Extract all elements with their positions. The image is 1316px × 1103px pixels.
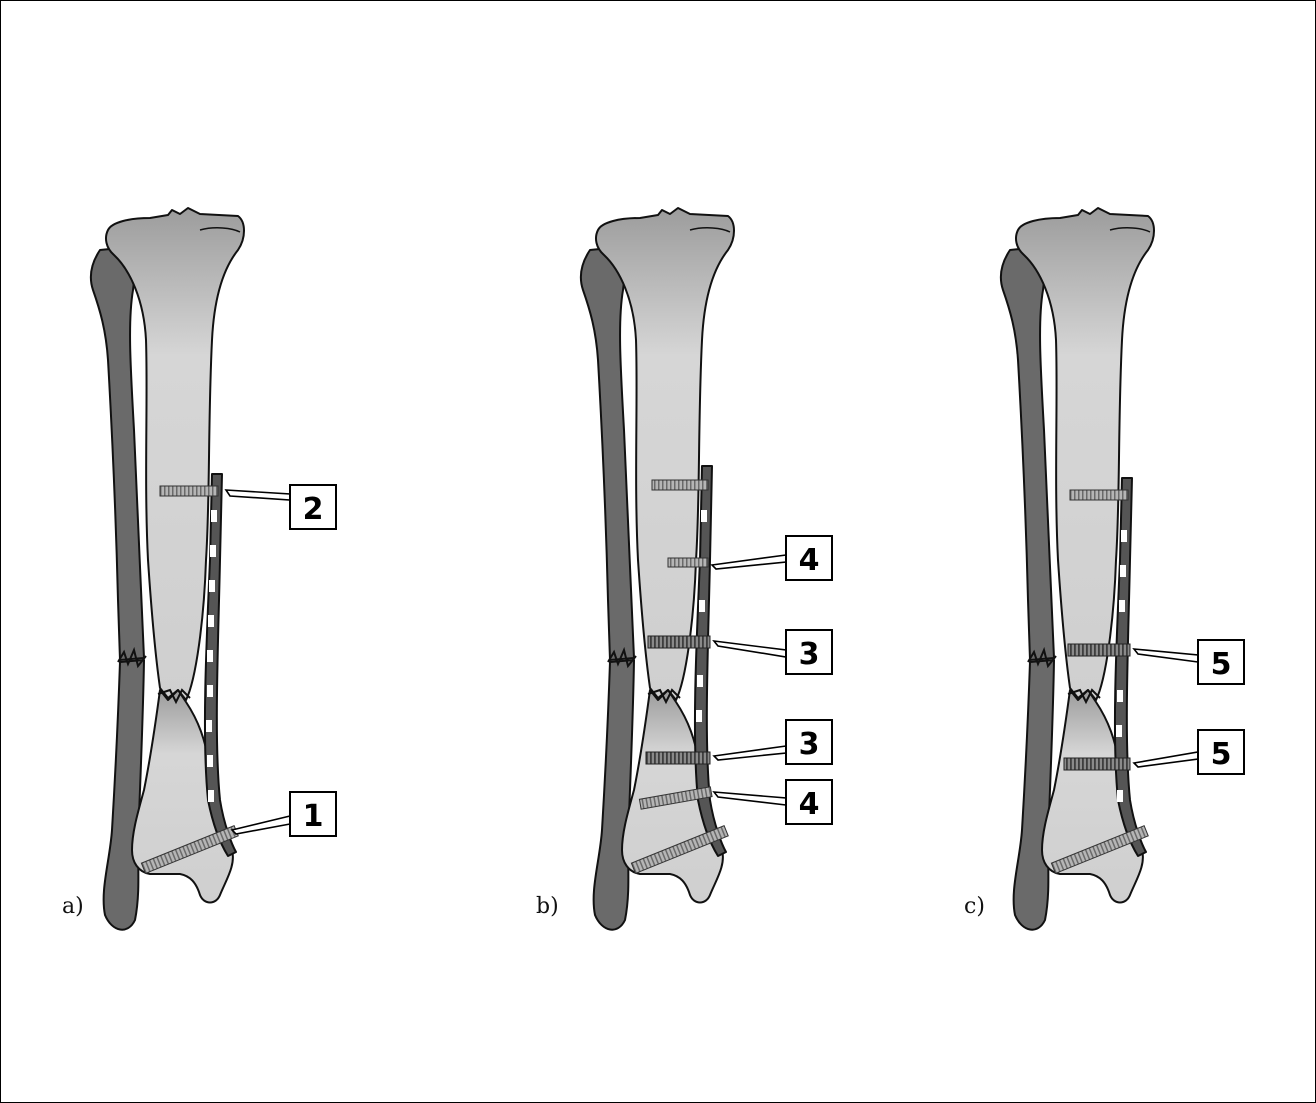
fibula-upper	[91, 248, 144, 660]
label-text: 5	[1211, 737, 1232, 772]
label-text: 5	[1211, 647, 1232, 682]
fibula-lower	[594, 660, 634, 930]
fibula-upper	[581, 248, 634, 660]
label-text: 1	[303, 799, 324, 834]
panel-caption: b)	[536, 894, 559, 919]
panel-b: 4 3 3 4 b)	[536, 208, 832, 930]
screw-5	[1064, 758, 1130, 770]
screw-3	[648, 636, 710, 648]
panel-caption: a)	[62, 894, 84, 919]
label-text: 3	[799, 727, 820, 762]
screw-1	[1070, 490, 1128, 500]
fibula-upper	[1001, 248, 1054, 660]
fibula-lower	[1014, 660, 1054, 930]
screw-short	[668, 558, 708, 567]
label-text: 4	[799, 543, 820, 578]
fibula-lower	[104, 660, 144, 930]
label-text: 3	[799, 637, 820, 672]
label-text: 2	[303, 492, 324, 527]
panel-a: 2 1 a)	[62, 208, 336, 930]
screw-1	[160, 486, 218, 496]
screw-1	[652, 480, 708, 490]
panel-c: 5 5 c)	[964, 208, 1244, 930]
screw-5	[1068, 644, 1130, 656]
label-text: 4	[799, 787, 820, 822]
screw-3	[646, 752, 710, 764]
panel-caption: c)	[964, 894, 985, 919]
